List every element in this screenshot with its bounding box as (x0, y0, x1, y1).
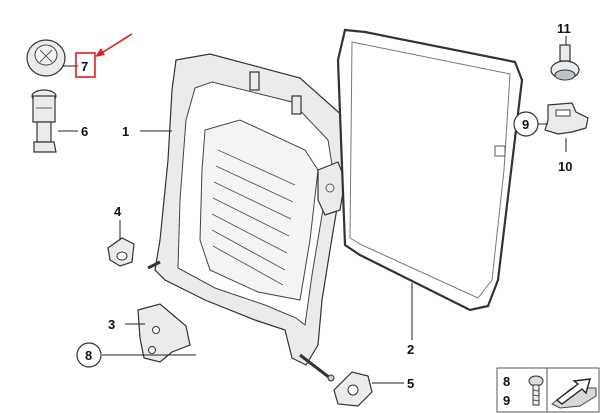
leader-lines (58, 36, 567, 384)
part-4-bracket[interactable] (107, 237, 135, 267)
part-6-headrest-guide[interactable] (31, 89, 57, 153)
bolt-icon (528, 375, 544, 406)
callout-11[interactable]: 11 (557, 21, 571, 36)
callout-5[interactable]: 5 (407, 376, 414, 391)
highlight-arrow (95, 33, 133, 57)
callout-1[interactable]: 1 (122, 124, 129, 139)
legend-label-9: 9 (503, 393, 510, 408)
callout-8[interactable]: 8 (85, 348, 92, 363)
callout-6[interactable]: 6 (81, 124, 88, 139)
back-panel[interactable] (336, 28, 524, 312)
catalog-arrow-icon (551, 378, 597, 409)
callout-4[interactable]: 4 (114, 204, 122, 219)
callout-10[interactable]: 10 (558, 159, 572, 174)
legend-box: 8 9 (496, 367, 600, 413)
callout-9[interactable]: 9 (522, 117, 529, 132)
part-10-catch[interactable] (544, 102, 589, 135)
part-11-clip[interactable] (550, 44, 580, 81)
callout-7[interactable]: 7 (81, 59, 88, 74)
callout-7-highlight-box (75, 52, 96, 78)
seat-back-frame[interactable] (147, 53, 353, 382)
callout-3[interactable]: 3 (108, 317, 115, 332)
part-5-plate[interactable] (333, 371, 373, 407)
legend-label-8: 8 (503, 374, 510, 389)
part-7-knob[interactable] (26, 39, 66, 77)
callout-2[interactable]: 2 (407, 342, 414, 357)
callout-8-circle (76, 342, 102, 368)
callout-9-circle (513, 111, 539, 137)
part-3-hinge-bracket[interactable] (137, 303, 191, 363)
